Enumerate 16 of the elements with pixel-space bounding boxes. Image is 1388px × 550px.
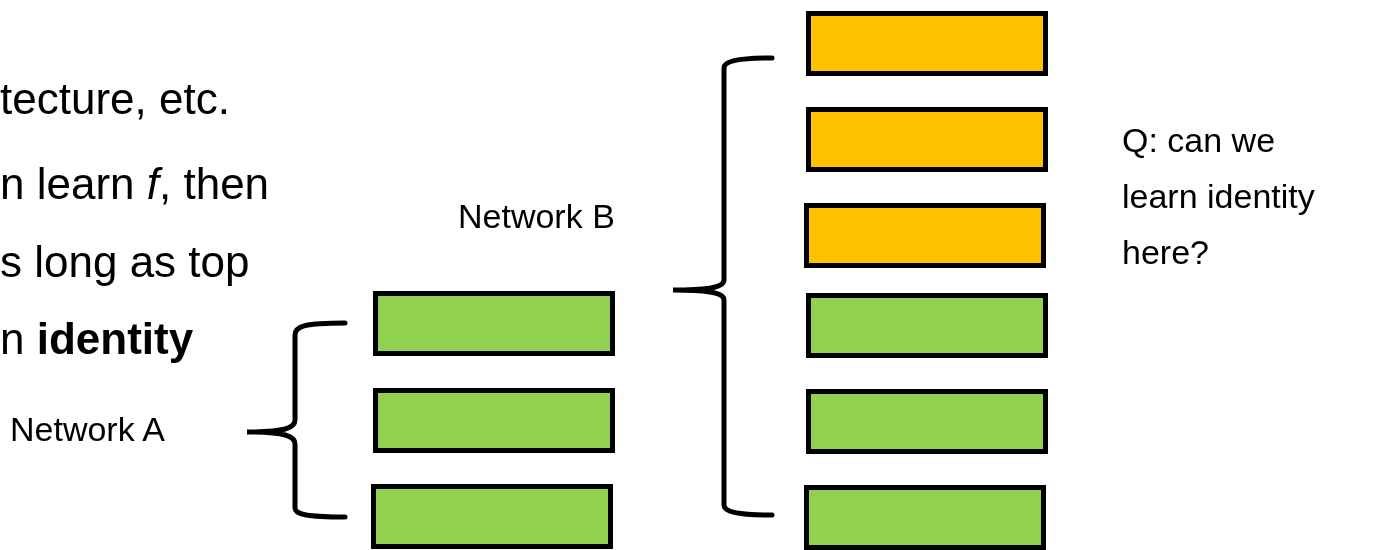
bullet-text: tecture, etc. — [0, 74, 230, 124]
question-text: Q: can we learn identity here? — [1122, 120, 1316, 273]
layer-box — [804, 203, 1046, 268]
bullet-text: s long as top — [0, 237, 250, 287]
layer-box — [371, 484, 613, 549]
layer-box — [806, 11, 1048, 76]
layer-box — [806, 107, 1048, 172]
network-label: Network A — [10, 410, 165, 449]
layer-box — [373, 388, 615, 453]
bullet-text: n identity — [0, 314, 194, 364]
layer-box — [373, 291, 615, 356]
bullet-text: n learn f, then — [0, 159, 270, 209]
network-label: Network B — [458, 197, 615, 236]
layer-box — [804, 485, 1046, 550]
layer-box — [806, 293, 1048, 358]
layer-box — [806, 389, 1048, 454]
